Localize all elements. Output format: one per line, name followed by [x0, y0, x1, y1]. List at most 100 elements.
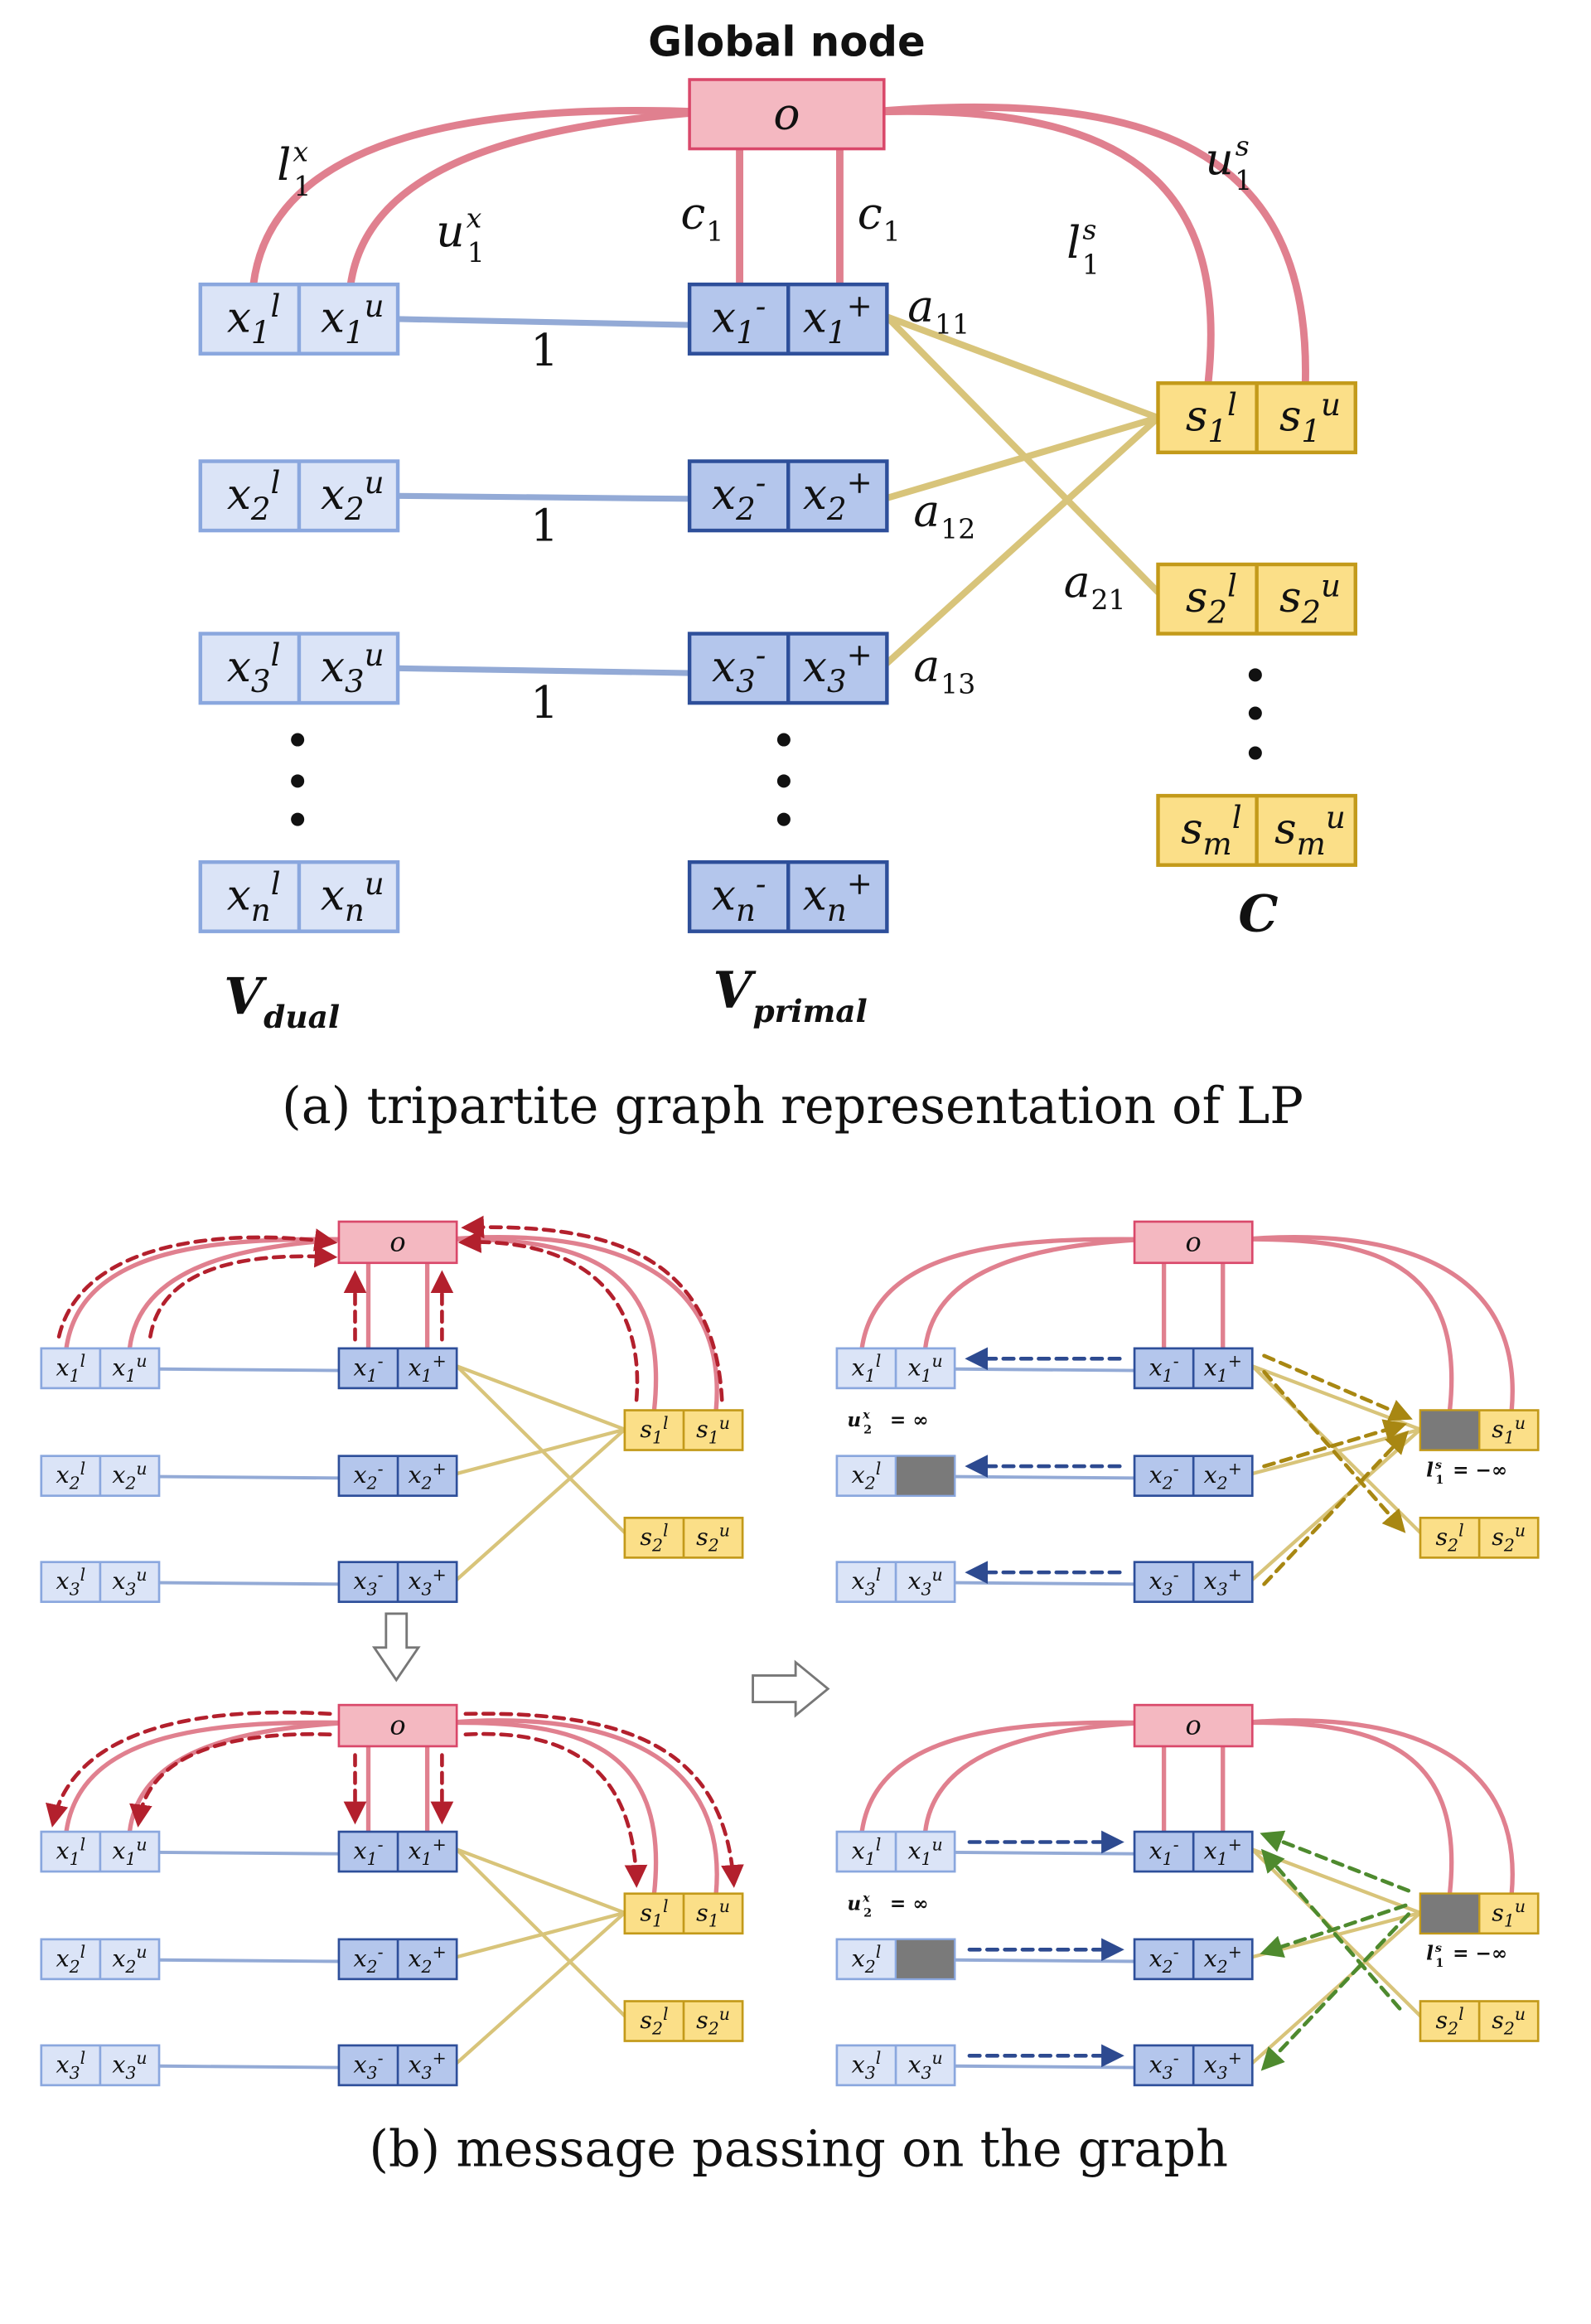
mini-2-primal-node-3-plus: x3+ [1204, 1565, 1242, 1600]
mini-1-edge-a13 [455, 1427, 627, 1582]
mini-2-primal-node-1-minus: x1- [1149, 1351, 1179, 1386]
edge-a13 [883, 414, 1162, 667]
mini-3-global-node-label: o [389, 1710, 405, 1741]
mini-2-dual-node-3-upper: x3u [907, 1565, 942, 1600]
mini-1-cons-node-1-upper: s1u [696, 1413, 730, 1448]
mini-1-primal-node-1-minus: x1- [354, 1351, 384, 1386]
mini-2-edge-dual-primal-1 [953, 1367, 1137, 1373]
mini-1-edge-dual-primal-1 [157, 1367, 341, 1373]
mini-3-primal-node-3-minus: x3- [354, 2048, 384, 2083]
mini-2-primal-node-2-plus: x2+ [1204, 1459, 1242, 1494]
cons-ellipsis-2 [1248, 746, 1262, 760]
mini-4-primal-node-3-minus: x3- [1149, 2048, 1179, 2083]
mini-1-primal-node-2-plus: x2+ [409, 1459, 447, 1494]
mini-1-arrow-s1u-to-global [461, 1215, 724, 1402]
label-c1-left: c1 [680, 187, 723, 248]
mini-4-primal-node-2-minus: x2- [1149, 1942, 1179, 1977]
mini-4-dual-node-2-lower: x2l [852, 1942, 882, 1977]
mini-2-edge-global-x1l [859, 1237, 1146, 1351]
dual-ellipsis-0 [291, 733, 305, 747]
mini-4-cons-node-1-lower-masked [1420, 1894, 1479, 1933]
primal-ellipsis-1 [776, 774, 791, 788]
cons-node-2-upper: s2u [1279, 569, 1341, 631]
label-constraints: C [1238, 885, 1278, 944]
mini-3-edge-global-s1u [445, 1718, 719, 1896]
mini-3-edge-dual-primal-3 [157, 2064, 341, 2070]
mini-3-arrow-global-to-s1u [463, 1712, 744, 1888]
mini-4-primal-node-1-minus: x1- [1149, 1834, 1179, 1869]
mini-1-dual-node-1-lower: x1l [56, 1351, 86, 1386]
mini-2-cons-node-2-upper: s2u [1492, 1521, 1526, 1556]
edge-a11 [883, 313, 1162, 422]
mini-4-edge-global-x1u [922, 1720, 1146, 1834]
edge-global-s1l [865, 107, 1215, 387]
mini-4-label-l1s-value: = −∞ [1453, 1943, 1507, 1965]
mini-2-primal-node-3-minus: x3- [1149, 1565, 1179, 1600]
label-c1-right: c1 [858, 187, 901, 248]
mini-3-edge-a13 [455, 1910, 627, 2065]
mini-1-cons-node-1-lower: s1l [640, 1413, 668, 1448]
mini-4-edge-global-x1l [859, 1720, 1146, 1834]
mini-2-cons-node-1-upper: s1u [1492, 1413, 1526, 1448]
mini-2-edge-global-x1u [922, 1237, 1146, 1351]
mini-2-arrow-x3-to-s1l [1262, 1430, 1410, 1586]
mini-1-primal-node-3-plus: x3+ [409, 1565, 447, 1600]
mini-3-arrow-global-to-x1u [129, 1732, 332, 1828]
mini-2-arrow-x1-to-s2l [1262, 1370, 1406, 1533]
mini-2-edge-dual-primal-3 [953, 1581, 1137, 1586]
cons-node-1-upper: s1u [1279, 387, 1341, 449]
mini-4-edge-dual-primal-2 [953, 1958, 1137, 1963]
mini-4-dual-node-3-upper: x3u [907, 2048, 942, 2083]
mini-3-dual-node-2-lower: x2l [56, 1942, 86, 1977]
mini-2-dual-node-3-lower: x3l [852, 1565, 882, 1600]
mini-4-arrow-s1-to-x3 [1260, 1912, 1411, 2071]
dual-node-2-lower: x2l [227, 465, 281, 527]
flow-arrow-right [752, 1659, 830, 1718]
mini-4-cons-node-1-upper: s1u [1492, 1896, 1526, 1931]
mini-1-primal-node-1-plus: x1+ [409, 1351, 447, 1386]
cons-node-1-lower: s1l [1186, 387, 1237, 449]
mini-3-arrow-global-to-s1l [463, 1731, 648, 1888]
cons-node-3-lower: sml [1181, 800, 1242, 862]
cons-ellipsis-1 [1248, 706, 1262, 720]
caption-a: (a) tripartite graph representation of L… [282, 1077, 1303, 1135]
mini-3-edge-a11 [455, 1847, 627, 1915]
mini-1-arrow-s1l-to-global [457, 1230, 640, 1402]
mini-1-dual-node-3-upper: x3u [112, 1565, 147, 1600]
mini-2-primal-node-1-plus: x1+ [1204, 1351, 1242, 1386]
mini-4-edge-a11 [1250, 1847, 1423, 1915]
mini-1-dual-node-2-lower: x2l [56, 1459, 86, 1494]
global-node-title: Global node [648, 18, 926, 66]
caption-b: (b) message passing on the graph [369, 2121, 1228, 2179]
primal-node-4-plus: xn+ [803, 866, 873, 928]
dual-node-1-upper: x1u [321, 288, 384, 351]
mini-3-dual-node-1-upper: x1u [112, 1834, 147, 1869]
mini-2-edge-a11 [1250, 1364, 1423, 1431]
mini-3-primal-node-2-plus: x2+ [409, 1942, 447, 1977]
global-node-label: o [773, 88, 800, 140]
mini-4-primal-node-3-plus: x3+ [1204, 2048, 1242, 2083]
mini-4-cons-node-2-upper: s2u [1492, 2004, 1526, 2039]
label-v-dual: Vdual [224, 967, 340, 1035]
mini-4-primal-node-1-plus: x1+ [1204, 1834, 1242, 1869]
dual-node-2-upper: x2u [321, 465, 384, 527]
mini-2-arrow-x2-to-s1l [1262, 1419, 1407, 1469]
mini-1-edge-dual-primal-3 [157, 1581, 341, 1586]
mini-3-primal-node-1-minus: x1- [354, 1834, 384, 1869]
dual-node-3-upper: x3u [321, 637, 384, 700]
mini-1-global-node-label: o [389, 1227, 405, 1258]
label-weight-one-3: 1 [530, 676, 559, 729]
primal-node-1-minus: x1- [712, 288, 766, 351]
mini-3-dual-node-3-upper: x3u [112, 2048, 147, 2083]
mini-4-edge-dual-primal-1 [953, 1850, 1137, 1856]
label-weight-one-1: 1 [530, 324, 559, 376]
dual-ellipsis-1 [291, 774, 305, 788]
mini-2-edge-global-s1l [1240, 1237, 1454, 1413]
mini-2-cons-node-2-lower: s2l [1435, 1521, 1463, 1556]
mini-4-edge-global-s1u [1240, 1718, 1515, 1896]
